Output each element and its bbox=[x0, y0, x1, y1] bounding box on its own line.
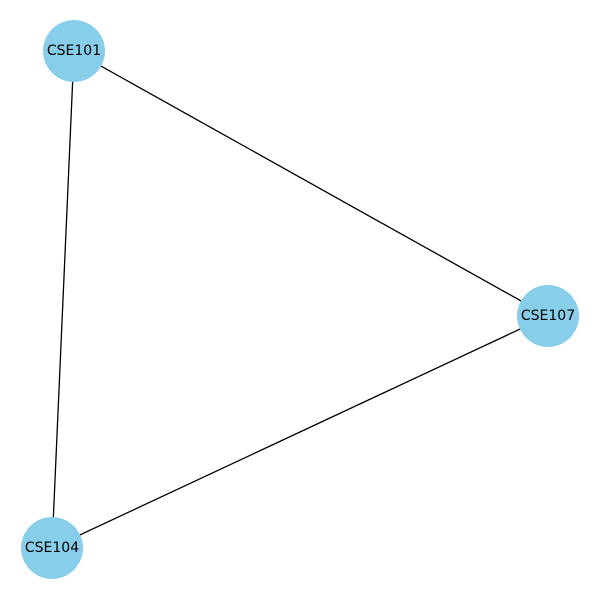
node-circle-cse104 bbox=[21, 517, 83, 579]
node-label-cse101: CSE101 bbox=[47, 43, 101, 59]
edge-cse101-cse107 bbox=[73, 50, 549, 317]
node-cse101: CSE101 bbox=[43, 20, 105, 82]
edge-cse101-cse104 bbox=[51, 50, 75, 549]
edges-layer bbox=[51, 50, 549, 549]
node-cse104: CSE104 bbox=[21, 517, 83, 579]
node-cse107: CSE107 bbox=[517, 285, 579, 347]
nodes-layer: CSE101 CSE107 CSE104 bbox=[21, 20, 579, 579]
node-circle-cse101 bbox=[43, 20, 105, 82]
edge-cse104-cse107 bbox=[51, 315, 549, 549]
node-label-cse104: CSE104 bbox=[25, 540, 79, 556]
node-circle-cse107 bbox=[517, 285, 579, 347]
node-label-cse107: CSE107 bbox=[521, 308, 575, 324]
